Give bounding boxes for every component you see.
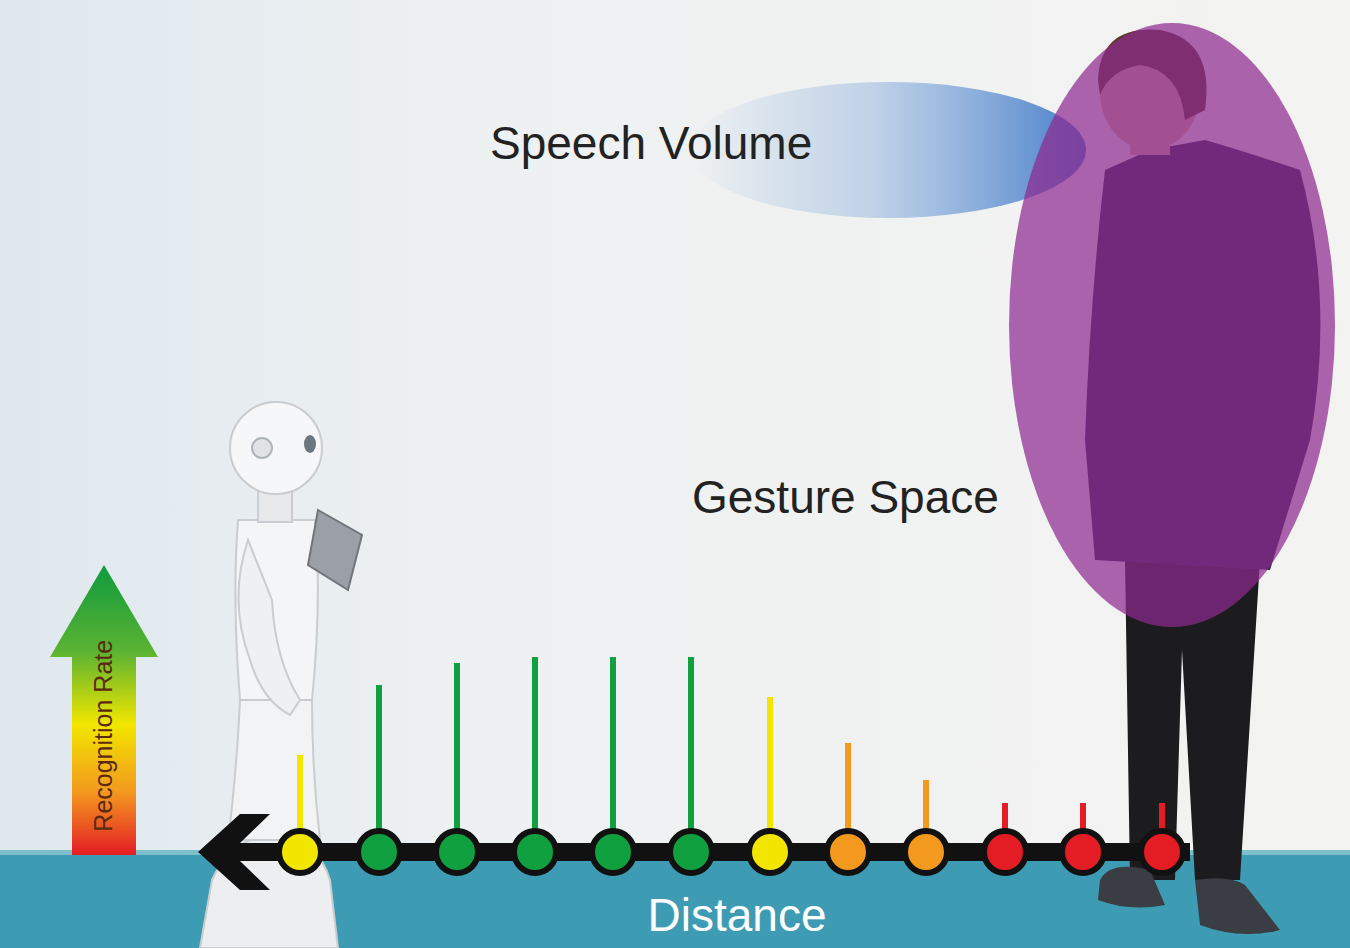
speech-volume-label: Speech Volume xyxy=(490,118,812,169)
recognition-bars xyxy=(297,657,1165,835)
distance-axis xyxy=(198,814,1190,890)
gesture-space-label: Gesture Space xyxy=(692,472,999,523)
distance-label: Distance xyxy=(648,890,827,941)
recognition-rate-arrow: Recognition Rate xyxy=(50,565,158,855)
gesture-space-ellipse xyxy=(1009,23,1335,627)
axis-title: Recognition Rate xyxy=(90,640,118,832)
